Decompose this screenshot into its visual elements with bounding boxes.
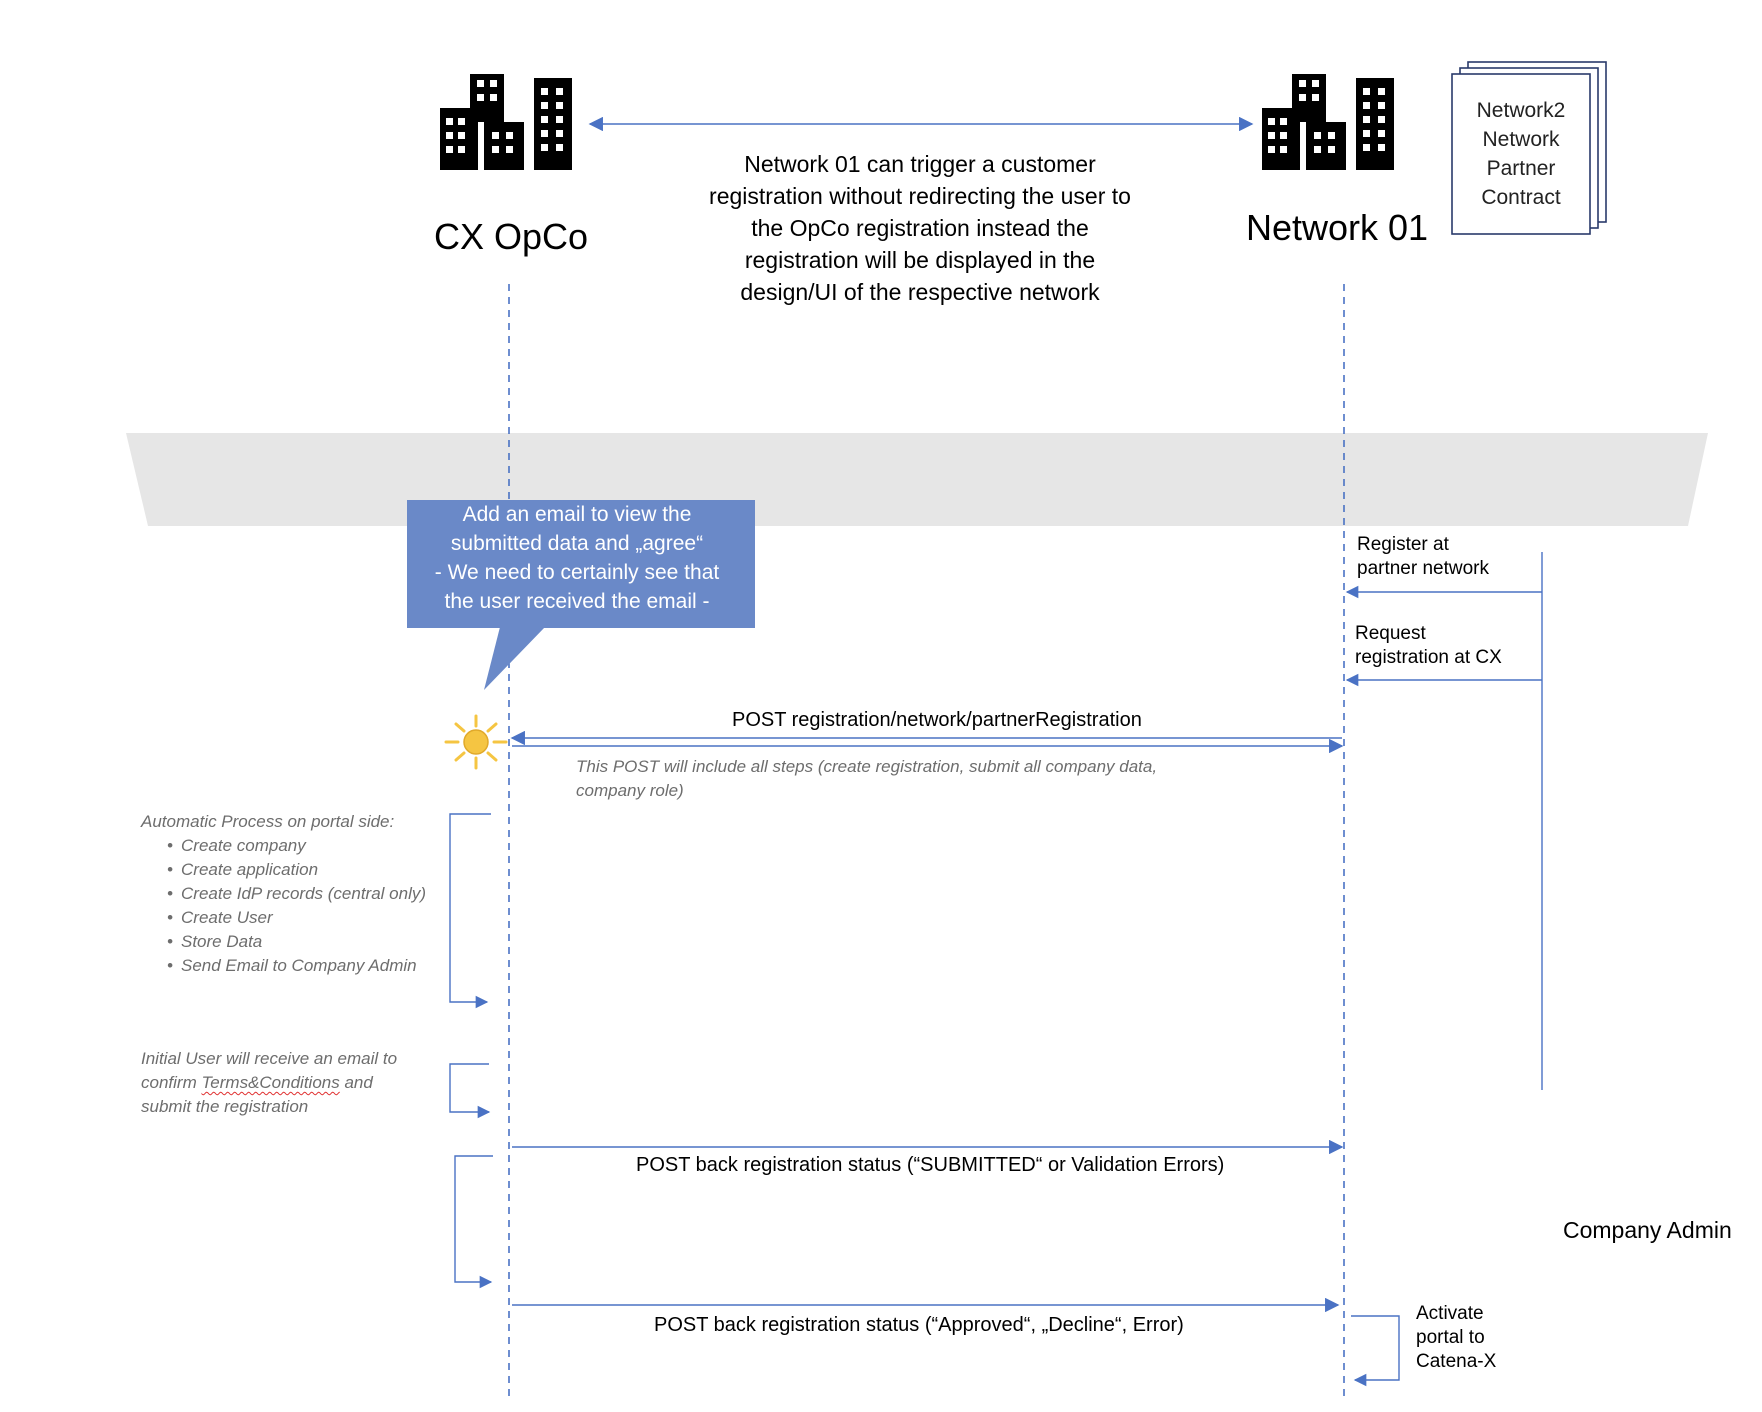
post-note-line: company role) [576,781,684,800]
contract-document-text: Network2 Network Partner Contract [1449,96,1593,212]
list-item: Create User [167,906,431,930]
initial-user-line: Initial User will receive an email to [141,1049,398,1068]
callout-box [407,500,755,690]
initial-user-bracket [449,1063,491,1119]
initial-user-text: and [339,1073,373,1092]
document-stack-icon [1451,61,1607,235]
top-description: Network 01 can trigger a customer regist… [680,148,1160,308]
automatic-process-note: Automatic Process on portal side: Create… [141,810,431,978]
automatic-process-list: Create company Create application Create… [141,834,431,978]
approval-bracket [454,1155,493,1289]
callout-line: Add an email to view the [462,503,692,526]
description-line: design/UI of the respective network [740,279,1100,305]
activate-loop [1351,1315,1400,1387]
buildings-icon [1262,74,1394,170]
activate-note: Activate portal to Catena-X [1416,1302,1496,1374]
description-line: the OpCo registration instead the [751,215,1089,241]
activate-note-line: Catena-X [1416,1351,1497,1372]
automatic-process-title: Automatic Process on portal side: [141,812,395,831]
initial-user-note: Initial User will receive an email to co… [141,1047,441,1119]
initial-user-line: confirm Terms&Conditions and [141,1071,441,1095]
contract-line: Partner [1486,157,1556,180]
contract-line: Network2 [1476,99,1566,122]
post-submitted-label: POST back registration status (“SUBMITTE… [636,1154,1225,1176]
post-note-line: This POST will include all steps (create… [576,757,1158,776]
description-line: Network 01 can trigger a customer [744,151,1096,177]
register-note-line: partner network [1357,558,1490,579]
post-partner-note: This POST will include all steps (create… [576,755,1157,803]
callout-text: Add an email to view the submitted data … [404,500,750,616]
activate-note-line: Activate [1416,1303,1484,1324]
buildings-icon [440,74,572,170]
post-approved-label: POST back registration status (“Approved… [654,1314,1184,1336]
description-line: registration without redirecting the use… [709,183,1131,209]
initial-user-line: submit the registration [141,1097,309,1116]
list-item: Create IdP records (central only) [167,882,431,906]
list-item: Create application [167,858,431,882]
actor-label-cx-opco: CX OpCo [434,216,589,257]
register-note-line: Register at [1357,534,1449,555]
post-partner-label: POST registration/network/partnerRegistr… [732,709,1142,731]
sun-icon [444,714,508,770]
company-admin-label: Company Admin [1563,1217,1732,1243]
terms-conditions-text: Terms&Conditions [201,1073,340,1092]
register-note: Register at partner network [1357,533,1489,581]
callout-line: submitted data and „agree“ [450,532,704,555]
request-note: Request registration at CX [1355,622,1502,670]
contract-line: Contract [1481,186,1561,209]
list-item: Create company [167,834,431,858]
description-line: registration will be displayed in the [744,247,1096,273]
actor-label-network-01: Network 01 [1246,207,1429,248]
list-item: Send Email to Company Admin [167,954,431,978]
activate-note-line: portal to [1416,1327,1485,1348]
callout-line: the user received the email - [444,590,710,613]
list-item: Store Data [167,930,431,954]
initial-user-text: confirm [141,1073,202,1092]
request-note-line: Request [1355,623,1426,644]
contract-line: Network [1482,128,1560,151]
callout-line: - We need to certainly see that [434,561,720,584]
separator-band [126,433,1708,526]
automatic-process-bracket [449,813,491,1009]
request-note-line: registration at CX [1355,647,1502,668]
